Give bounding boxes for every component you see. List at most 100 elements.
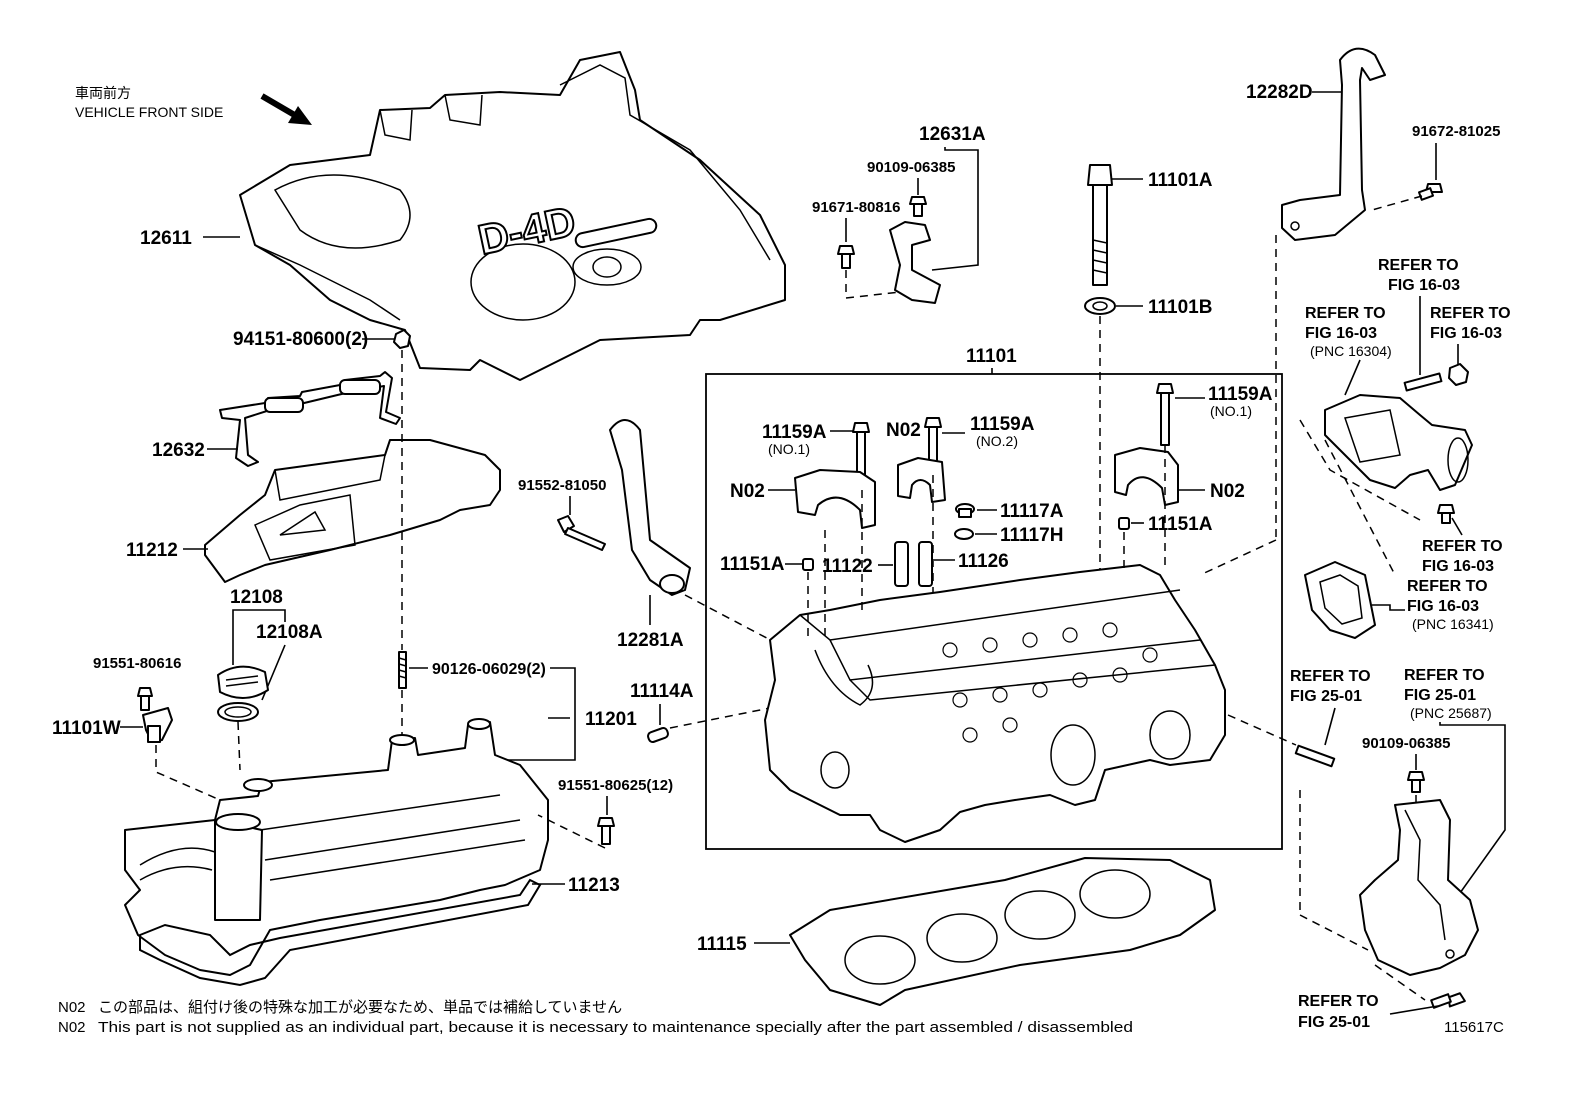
label-91672: 91672-81025 — [1412, 123, 1500, 140]
ref2-line2: FIG 16-03 — [1305, 325, 1377, 342]
nut-refer-16-03[interactable] — [1448, 363, 1469, 386]
note-text-jp: この部品は、組付け後の特殊な加工が必要なため、単品では補給していません — [98, 999, 622, 1016]
bracket-12632[interactable] — [219, 371, 401, 467]
ref8-line1: REFER TO — [1298, 993, 1379, 1010]
cam-bearing-cap-left[interactable] — [794, 469, 876, 529]
label-12632: 12632 — [152, 440, 205, 461]
ref1-line1: REFER TO — [1378, 257, 1459, 274]
engine-hanger-12281A[interactable] — [609, 419, 691, 596]
front-side-label-jp: 車両前方 — [75, 85, 131, 101]
ref6-line1: REFER TO — [1290, 668, 1371, 685]
label-91671: 91671-80816 — [812, 199, 900, 216]
label-91552: 91552-81050 — [518, 477, 606, 494]
front-side-label-en: VEHICLE FRONT SIDE — [75, 104, 223, 120]
bracket-12631A[interactable] — [889, 221, 941, 304]
label-n02-c: N02 — [1210, 481, 1245, 502]
stud-refer-25-01[interactable] — [1294, 744, 1336, 768]
valve-guide-11122[interactable] — [894, 541, 909, 587]
plug-11151A-right[interactable] — [1118, 517, 1130, 530]
label-11101W: 11101W — [52, 718, 121, 739]
valve-guide-11126[interactable] — [918, 541, 933, 587]
bolt-91551-80625[interactable] — [597, 817, 615, 845]
head-cover-gasket-11213[interactable] — [139, 878, 542, 987]
oil-filler-cap-12108[interactable] — [217, 665, 269, 699]
sensor-11101W[interactable] — [142, 707, 173, 743]
note-tag-1: N02 — [58, 999, 86, 1016]
engine-cover-12611[interactable]: D-4D — [239, 51, 786, 381]
label-11159A-right-sub: (NO.1) — [1210, 403, 1252, 419]
label-11212: 11212 — [126, 540, 178, 561]
bolt-91552-81050[interactable] — [557, 515, 606, 551]
ref5-line1: REFER TO — [1407, 578, 1488, 595]
bolt-refer-16-03[interactable] — [1437, 504, 1455, 524]
label-11114A: 11114A — [630, 681, 694, 702]
head-gasket-11115[interactable] — [789, 857, 1216, 1006]
label-12108A: 12108A — [256, 622, 323, 643]
bolt-90109-06385-right[interactable] — [1407, 771, 1425, 793]
engine-mount-bracket[interactable] — [1359, 799, 1479, 976]
label-94151: 94151-80600(2) — [233, 329, 368, 350]
bolt-91551-80616[interactable] — [137, 687, 153, 711]
ref7-line1: REFER TO — [1404, 667, 1485, 684]
label-11101A: 11101A — [1148, 170, 1213, 191]
label-n02-b: N02 — [886, 420, 921, 441]
label-11117A: 11117A — [1000, 501, 1064, 522]
ref2-line3: (PNC 16304) — [1310, 343, 1392, 359]
cam-bearing-cap-right[interactable] — [1114, 447, 1179, 506]
ref2-line1: REFER TO — [1305, 305, 1386, 322]
ref3-line1: REFER TO — [1430, 305, 1511, 322]
label-12282D: 12282D — [1246, 82, 1313, 103]
head-bolt-11101A[interactable] — [1087, 164, 1113, 286]
bolt-91672-81025[interactable] — [1417, 183, 1443, 201]
ref5-line3: (PNC 16341) — [1412, 616, 1494, 632]
dowel-pin-11114A[interactable] — [647, 727, 669, 743]
label-90126: 90126-06029(2) — [432, 661, 546, 678]
ref7-line2: FIG 25-01 — [1404, 687, 1476, 704]
bolt-91671-80816[interactable] — [837, 245, 855, 269]
label-11101B: 11101B — [1148, 297, 1212, 318]
nut-94151-80600[interactable] — [393, 329, 411, 349]
o-ring-11117H[interactable] — [954, 528, 974, 540]
label-12108: 12108 — [230, 587, 283, 608]
label-n02-a: N02 — [730, 481, 765, 502]
plug-11117A[interactable] — [955, 503, 975, 518]
ref7-line3: (PNC 25687) — [1410, 705, 1492, 721]
figure-id: 115617C — [1444, 1019, 1504, 1036]
plug-11151A-left[interactable] — [802, 558, 814, 571]
label-11159A-left: 11159A — [762, 422, 827, 443]
engine-hanger-12282D[interactable] — [1281, 47, 1386, 241]
cam-bearing-cap-mid[interactable] — [897, 457, 946, 503]
label-11201: 11201 — [585, 709, 637, 730]
stud-refer-16-03[interactable] — [1403, 372, 1443, 392]
label-11159A-right: 11159A — [1208, 384, 1273, 405]
label-90109-right: 90109-06385 — [1362, 735, 1450, 752]
ref4-line2: FIG 16-03 — [1422, 558, 1494, 575]
ref1-line2: FIG 16-03 — [1388, 277, 1460, 294]
label-12281A: 12281A — [617, 630, 684, 651]
cylinder-head-cover-11201[interactable] — [124, 718, 549, 976]
label-12611: 12611 — [140, 228, 192, 249]
cam-cap-bolt-no2[interactable] — [924, 417, 942, 473]
label-11122: 11122 — [822, 556, 873, 577]
cover-plate-11212[interactable] — [204, 439, 501, 583]
label-91551-80616: 91551-80616 — [93, 655, 181, 672]
label-11159A-left-sub: (NO.1) — [768, 441, 810, 457]
label-91551-80625: 91551-80625(12) — [558, 777, 673, 794]
note-tag-2: N02 — [58, 1019, 86, 1036]
water-outlet-housing[interactable] — [1324, 394, 1473, 491]
ref3-line2: FIG 16-03 — [1430, 325, 1502, 342]
gasket-refer-16-03[interactable] — [1304, 561, 1376, 639]
bolt-refer-25-01[interactable] — [1430, 992, 1466, 1009]
ref5-line2: FIG 16-03 — [1407, 598, 1479, 615]
cam-cap-bolt-no1-right[interactable] — [1156, 383, 1174, 446]
label-90109-top: 90109-06385 — [867, 159, 955, 176]
washer-11101B[interactable] — [1084, 297, 1116, 315]
bolt-90109-06385-top[interactable] — [909, 196, 927, 217]
label-12631A: 12631A — [919, 124, 986, 145]
stud-90126-06029[interactable] — [398, 651, 407, 689]
gasket-12108A[interactable] — [217, 702, 259, 722]
label-11213: 11213 — [568, 875, 620, 896]
cylinder-head-assembly-frame — [705, 373, 1283, 850]
cylinder-head-11101[interactable] — [764, 564, 1226, 843]
